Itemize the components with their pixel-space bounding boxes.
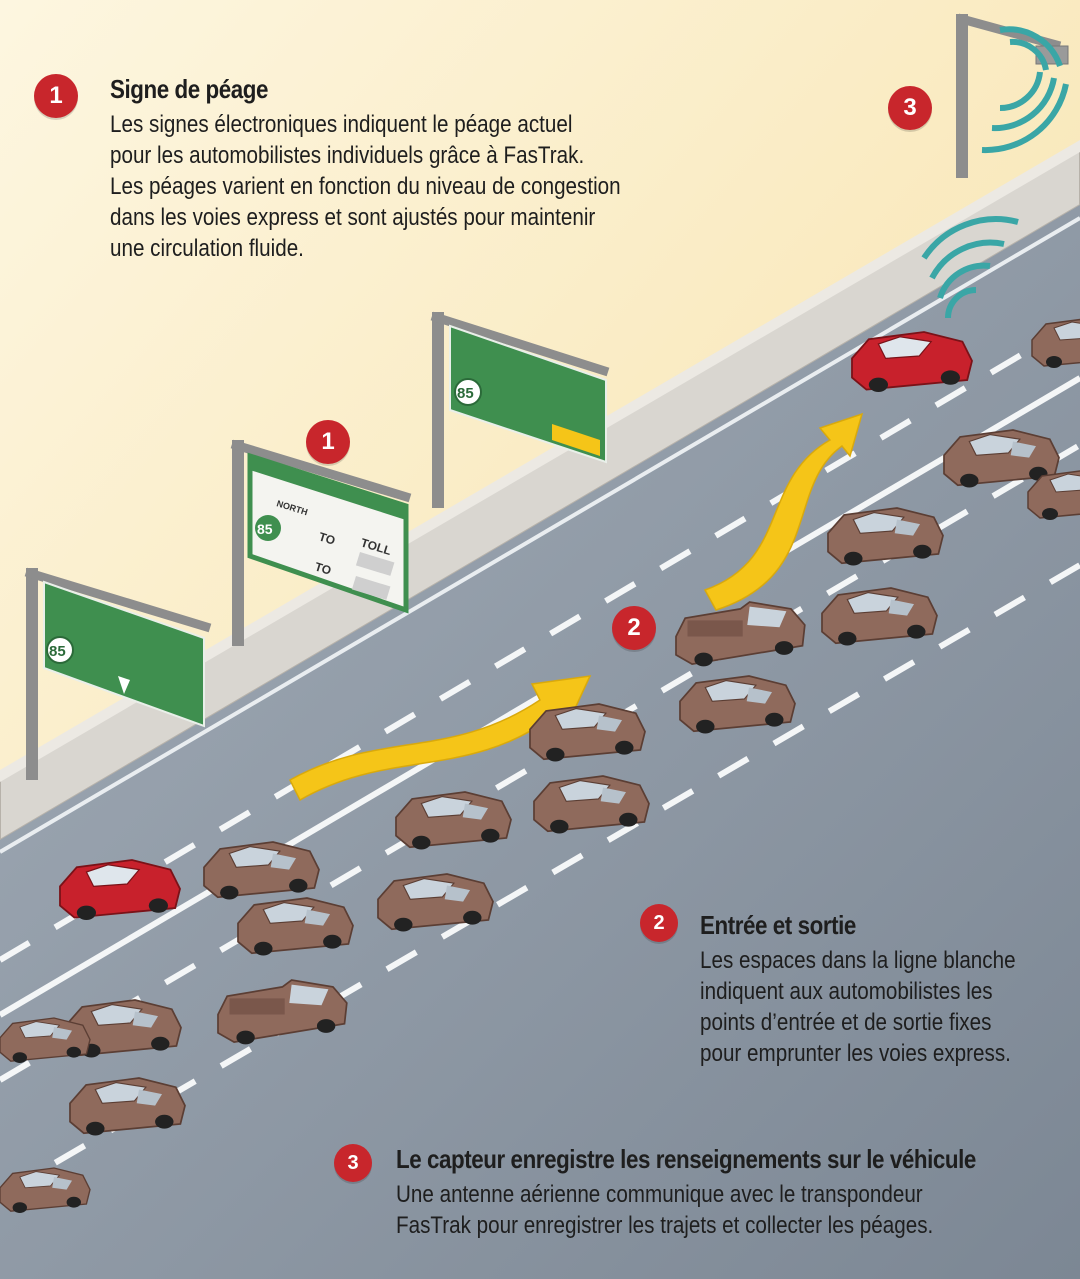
merge-arrow-right: [703, 412, 864, 611]
sign-to-label-1: TO: [317, 529, 337, 547]
route-shield-right: 85: [457, 385, 474, 402]
callout-1-badge: 1: [34, 74, 78, 118]
callout-2-badge: 2: [640, 904, 678, 942]
callout-2-title: Entrée et sortie: [700, 910, 856, 940]
callout-entry-exit: Entrée et sortie Les espaces dans la lig…: [700, 910, 1080, 1069]
express-lane-red-car: [851, 331, 973, 393]
callout-1-title: Signe de péage: [110, 74, 269, 104]
scene-marker-3: 3: [888, 86, 932, 130]
callout-sensor: Le capteur enregistre les renseignements…: [396, 1144, 1076, 1241]
transponder-signal-waves: [921, 216, 1019, 319]
scene-marker-2: 2: [612, 606, 656, 650]
toll-sign-gantry: 85 NORTH TOLL TO TO: [230, 439, 412, 646]
sign-gantry-right: 85: [430, 311, 610, 508]
callout-1-body: Les signes électroniques indiquent le pé…: [110, 111, 621, 262]
antenna-signal-waves: [981, 26, 1069, 154]
scene-marker-1: 1: [306, 420, 350, 464]
red-car-left: [59, 859, 181, 921]
callout-2-body: Les espaces dans la ligne blanche indiqu…: [700, 947, 1016, 1067]
callout-3-badge: 3: [334, 1144, 372, 1182]
callout-toll-sign: Signe de péage Les signes électroniques …: [110, 74, 770, 264]
route-shield-center: 85: [257, 521, 273, 537]
road-edge: [0, 216, 1080, 854]
callout-3-body: Une antenne aérienne communique avec le …: [396, 1181, 934, 1239]
sign-to-label-2: TO: [313, 559, 333, 577]
sign-gantry-left: 85: [24, 567, 212, 780]
route-shield-left: 85: [49, 643, 66, 660]
callout-3-title: Le capteur enregistre les renseignements…: [396, 1144, 976, 1174]
barrier-top: [0, 140, 1080, 782]
